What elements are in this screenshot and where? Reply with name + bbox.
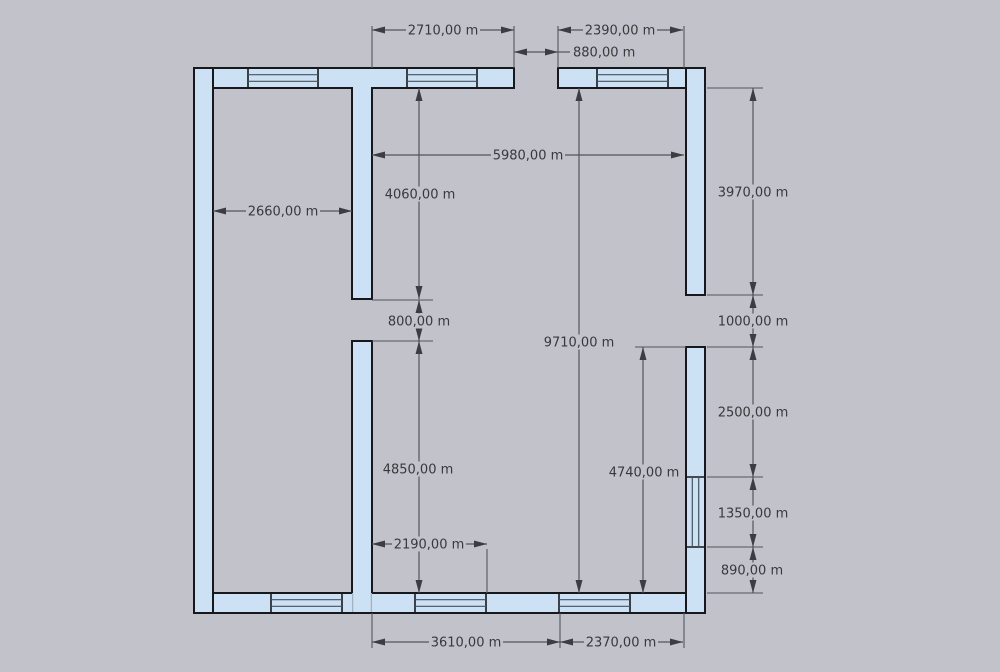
dimension-inner-height[interactable]: 9710,00 m [542, 88, 616, 593]
dimension-label: 880,00 m [573, 46, 635, 61]
dimension-right-wall-upper-length[interactable]: 3970,00 m [716, 88, 790, 295]
dimension-partition-to-window[interactable]: 2190,00 m [372, 536, 487, 553]
wall-partition-upper-join [353, 86, 371, 90]
dimension-right-wall-gap[interactable]: 1000,00 m [716, 295, 790, 347]
wall-partition-lower[interactable] [351, 340, 373, 593]
dimension-label: 3610,00 m [431, 636, 502, 651]
wall-bottom[interactable] [212, 592, 687, 614]
wall-right-upper[interactable] [685, 67, 706, 296]
dimension-label: 9710,00 m [544, 336, 615, 351]
dimension-partition-lower-length[interactable]: 4850,00 m [381, 341, 455, 593]
dimension-label: 1350,00 m [718, 507, 789, 522]
wall-partition-upper[interactable] [351, 88, 373, 300]
wall-right-lower[interactable] [685, 346, 706, 614]
dimension-right-wall-lower-length[interactable]: 4740,00 m [607, 347, 681, 593]
dimension-label: 2710,00 m [408, 24, 479, 39]
dimension-label: 2660,00 m [248, 205, 319, 220]
window-bottom-2[interactable] [414, 593, 487, 613]
wall-left[interactable] [193, 67, 214, 614]
wall-partition-lower-join [353, 591, 371, 612]
dimension-label: 4740,00 m [609, 466, 680, 481]
wall-top-left-segment[interactable] [212, 67, 515, 89]
dimension-left-room-width[interactable]: 2660,00 m [213, 203, 352, 220]
dimension-top-door-width[interactable]: 880,00 m [514, 44, 635, 61]
window-top-2[interactable] [406, 68, 478, 88]
dimension-label: 4850,00 m [383, 463, 454, 478]
dimension-label: 800,00 m [388, 315, 450, 330]
windows [247, 68, 705, 613]
window-top-1[interactable] [247, 68, 319, 88]
dimension-bottom-width-left[interactable]: 3610,00 m [372, 634, 560, 651]
dimension-label: 2370,00 m [586, 636, 657, 651]
dimension-bottom-width-right[interactable]: 2370,00 m [560, 634, 683, 651]
dimension-top-width-right[interactable]: 2390,00 m [558, 22, 683, 39]
window-bottom-3[interactable] [558, 593, 631, 613]
dimension-right-window-height[interactable]: 1350,00 m [716, 477, 790, 547]
walls [193, 67, 706, 614]
dimension-top-width-left[interactable]: 2710,00 m [372, 22, 514, 39]
window-right[interactable] [686, 476, 705, 548]
dimension-label: 4060,00 m [385, 188, 456, 203]
window-bottom-1[interactable] [270, 593, 343, 613]
dimension-right-below-window[interactable]: 890,00 m [720, 547, 784, 593]
dimension-label: 1000,00 m [718, 315, 789, 330]
dimension-right-segment-upper[interactable]: 2500,00 m [716, 347, 790, 477]
dimension-partition-gap[interactable]: 800,00 m [387, 300, 451, 341]
dimension-label: 2500,00 m [718, 406, 789, 421]
wall-top-right-segment[interactable] [557, 67, 687, 89]
dimension-inner-width[interactable]: 5980,00 m [372, 147, 684, 164]
dimension-label: 890,00 m [721, 564, 783, 579]
dimension-label: 3970,00 m [718, 186, 789, 201]
dimension-label: 2390,00 m [585, 24, 656, 39]
dimension-label: 5980,00 m [493, 149, 564, 164]
dimension-label: 2190,00 m [394, 538, 465, 553]
dimensions: 2710,00 m 2390,00 m 880,00 m 5980,00 m 2… [213, 22, 790, 651]
window-top-3[interactable] [596, 68, 669, 88]
dimension-partition-upper-length[interactable]: 4060,00 m [383, 88, 457, 299]
